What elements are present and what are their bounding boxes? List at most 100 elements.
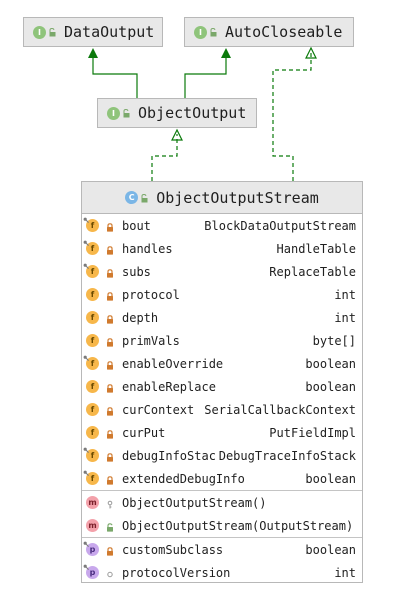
field-row[interactable]: f subs ReplaceTable	[82, 260, 362, 283]
property-row[interactable]: p protocolVersion int	[82, 561, 362, 584]
field-icon: f	[86, 426, 99, 439]
lock-icon	[106, 244, 114, 255]
field-icon: f	[83, 469, 99, 485]
field-type: PutFieldImpl	[269, 425, 356, 440]
edge-objectoutputstream-to-objectoutput	[151, 134, 178, 181]
field-type: DebugTraceInfoStack	[218, 448, 356, 463]
pin-icon	[83, 354, 89, 361]
interface-autocloseable[interactable]: I AutoCloseable	[184, 17, 354, 47]
field-row[interactable]: f handles HandleTable	[82, 237, 362, 260]
property-icon: p	[83, 564, 99, 579]
field-type: boolean	[305, 379, 356, 394]
lock-icon	[106, 359, 114, 370]
open-lock-icon	[106, 521, 114, 532]
field-name: enableReplace	[122, 379, 216, 394]
key-icon	[106, 498, 114, 509]
property-row[interactable]: p customSubclass boolean	[82, 538, 362, 561]
lock-icon	[106, 221, 114, 232]
method-icon: m	[86, 519, 99, 532]
interface-name: AutoCloseable	[225, 23, 343, 41]
pin-icon	[83, 446, 89, 453]
field-row[interactable]: f enableReplace boolean	[82, 375, 362, 398]
field-icon: f	[83, 262, 99, 278]
field-name: enableOverride	[122, 356, 224, 371]
field-name: handles	[122, 241, 173, 256]
field-icon: f	[83, 446, 99, 462]
field-icon: f	[83, 216, 99, 232]
lock-icon	[106, 405, 114, 416]
lock-icon	[106, 474, 114, 485]
interface-icon: I	[194, 25, 207, 39]
pin-icon	[83, 540, 89, 547]
interface-dataoutput[interactable]: I DataOutput	[23, 17, 163, 47]
field-type: byte[]	[312, 333, 356, 348]
field-icon: f	[86, 288, 99, 301]
arrowhead-dataoutput	[88, 48, 98, 58]
field-name: primVals	[122, 333, 180, 348]
lock-icon	[106, 290, 114, 301]
field-icon: f	[83, 239, 99, 255]
property-name: customSubclass	[122, 542, 224, 557]
field-icon: f	[83, 354, 99, 370]
package-visibility-icon	[106, 568, 114, 578]
field-name: curPut	[122, 425, 166, 440]
lock-icon	[106, 382, 114, 393]
field-row[interactable]: f enableOverride boolean	[82, 352, 362, 375]
field-name: subs	[122, 264, 151, 279]
class-icon: C	[125, 191, 139, 204]
interface-name: ObjectOutput	[138, 104, 247, 122]
field-row[interactable]: f depth int	[82, 306, 362, 329]
class-name: ObjectOutputStream	[156, 188, 319, 207]
field-name: extendedDebugInfo	[122, 471, 245, 486]
field-type: SerialCallbackContext	[204, 402, 356, 417]
lock-icon	[106, 336, 114, 347]
field-type: int	[334, 287, 356, 302]
pin-icon	[83, 469, 89, 476]
field-type: HandleTable	[276, 241, 356, 256]
field-icon: f	[86, 311, 99, 324]
open-lock-icon	[123, 109, 130, 118]
constructor-signature: ObjectOutputStream()	[122, 495, 267, 510]
field-row[interactable]: f extendedDebugInfo boolean	[82, 467, 362, 490]
edge-objectoutputstream-to-autocloseable	[272, 52, 312, 181]
property-type: int	[334, 565, 356, 580]
arrowhead-autocloseable-solid	[221, 48, 231, 58]
property-icon: p	[83, 540, 99, 556]
arrowhead-autocloseable-dashed	[305, 46, 317, 59]
method-icon: m	[86, 496, 99, 509]
open-lock-icon	[210, 28, 217, 37]
property-type: boolean	[305, 542, 356, 557]
field-name: depth	[122, 310, 159, 325]
field-type: BlockDataOutputStream	[204, 218, 356, 233]
property-name: protocolVersion	[122, 565, 231, 580]
class-header: C ObjectOutputStream	[82, 182, 362, 214]
field-name: curContext	[122, 402, 195, 417]
field-type: ReplaceTable	[269, 264, 356, 279]
pin-icon	[83, 239, 89, 246]
interface-icon: I	[33, 25, 46, 39]
interface-objectoutput[interactable]: I ObjectOutput	[97, 98, 257, 128]
pin-icon	[83, 262, 89, 269]
field-type: boolean	[305, 356, 356, 371]
field-type: int	[334, 310, 356, 325]
lock-icon	[106, 313, 114, 324]
field-type: boolean	[305, 471, 356, 486]
lock-icon	[106, 545, 114, 556]
open-lock-icon	[49, 28, 56, 37]
edge-objectoutput-to-dataoutput	[92, 52, 138, 98]
edge-objectoutput-to-autocloseable	[184, 52, 227, 98]
field-row[interactable]: f curPut PutFieldImpl	[82, 421, 362, 444]
pin-icon	[83, 216, 89, 223]
field-icon: f	[86, 380, 99, 393]
constructor-row[interactable]: m ObjectOutputStream()	[82, 491, 362, 514]
